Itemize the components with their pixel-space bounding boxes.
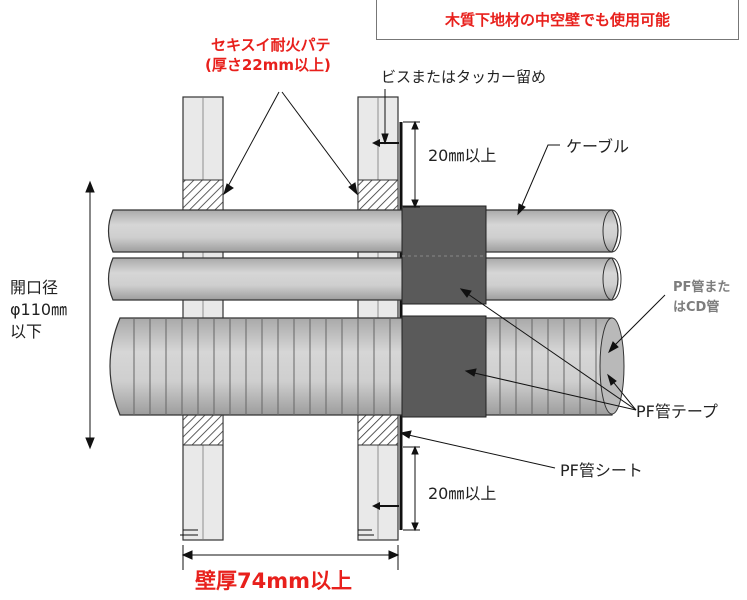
opening-label-line2: φ110㎜ (10, 300, 68, 319)
putty-label-line1: セキスイ耐火パテ (211, 36, 331, 54)
putty-label-line2: (厚さ22mm以上) (205, 56, 331, 74)
screw-icon-top (372, 139, 399, 147)
putty-right-bottom (357, 414, 399, 446)
pf-pipe-label-line2: はCD管 (673, 300, 720, 315)
pf-pipe-label-line1: PF管また (673, 280, 731, 295)
putty-right-top (357, 179, 399, 211)
dim-opening (85, 180, 95, 450)
cable-label: ケーブル (566, 137, 630, 156)
dim-top-label: 20㎜以上 (428, 146, 497, 165)
putty-left-bottom (182, 414, 224, 446)
cable-upper (107, 209, 622, 253)
leaders (223, 89, 666, 469)
pf-pipe (109, 317, 625, 416)
dim-bottom-label: 20㎜以上 (428, 484, 497, 503)
dim-top (403, 120, 420, 209)
pf-tape-lower (401, 315, 487, 418)
wall-thickness-label: 壁厚74mm以上 (195, 569, 352, 593)
opening-label-line1: 開口径 (10, 278, 59, 297)
putty-left-top (182, 179, 224, 211)
note-box: 木質下地材の中空壁でも使用可能 (376, 0, 739, 40)
pf-tape-upper (401, 205, 487, 305)
dim-wall (180, 529, 400, 570)
note-text: 木質下地材の中空壁でも使用可能 (444, 11, 670, 29)
screw-label: ビスまたはタッカー留め (381, 68, 547, 86)
cable-lower (107, 257, 622, 301)
opening-label-line3: 以下 (10, 322, 43, 341)
pf-sheet-label: PF管シート (560, 461, 643, 480)
pf-tape-label: PF管テープ (636, 402, 718, 421)
dim-bottom (403, 445, 420, 532)
screw-icon-bottom (372, 502, 399, 510)
